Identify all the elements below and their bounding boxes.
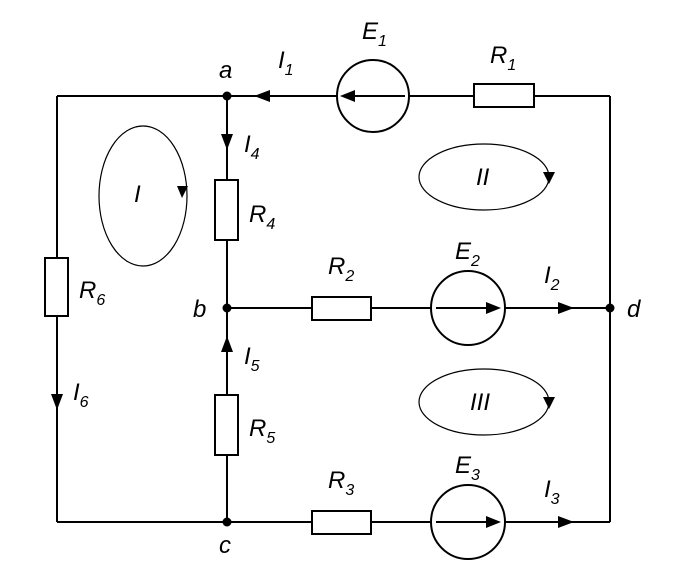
loop-ii-contour [418, 143, 555, 211]
resistor-r6 [44, 257, 69, 317]
loop-arrow-icon [543, 397, 555, 409]
node-label-d: d [627, 296, 641, 323]
node-label-a: a [219, 57, 232, 84]
label-i4: I4 [244, 131, 260, 163]
source-e1 [336, 59, 410, 133]
current-arrow-i6 [51, 394, 63, 410]
label-r5: R5 [249, 415, 275, 447]
loop-i-contour [98, 125, 188, 267]
resistor-r4 [214, 179, 239, 241]
source-e2 [430, 270, 506, 346]
label-r1: R1 [490, 42, 516, 74]
current-arrow-i4 [221, 134, 233, 150]
node-c [222, 517, 232, 527]
label-e3: E3 [455, 452, 480, 484]
label-r3: R3 [328, 467, 354, 499]
current-arrow-i5 [221, 336, 233, 352]
resistor-r3 [311, 510, 372, 535]
node-label-b: b [193, 296, 206, 323]
loop-iii-contour [418, 368, 555, 436]
label-r2: R2 [328, 253, 354, 285]
label-r6: R6 [79, 277, 105, 309]
arrow-right-icon [486, 302, 501, 314]
arrow-right-icon [486, 516, 501, 528]
label-e1: E1 [362, 18, 387, 50]
current-arrow-i2 [558, 302, 574, 314]
label-r4: R4 [249, 201, 275, 233]
loop-arrow-icon [543, 172, 555, 184]
label-i2: I2 [544, 262, 560, 294]
resistor-r2 [311, 296, 372, 321]
current-arrow-i1 [254, 90, 270, 102]
resistor-r5 [214, 394, 239, 456]
label-i1: I1 [278, 47, 294, 79]
arrow-left-icon [340, 90, 355, 102]
node-b [222, 303, 232, 313]
label-i6: I6 [73, 379, 89, 411]
source-e3 [430, 484, 506, 560]
loop-label-ii: II [476, 164, 490, 191]
resistor-r1 [473, 83, 535, 108]
node-label-c: c [219, 532, 231, 559]
node-d [605, 303, 615, 313]
node-a [222, 91, 232, 101]
loop-arrow-icon [177, 186, 188, 198]
label-i5: I5 [244, 343, 260, 375]
label-i3: I3 [544, 476, 560, 508]
loop-label-iii: III [470, 389, 490, 416]
label-e2: E2 [455, 238, 480, 270]
current-arrow-i3 [558, 516, 574, 528]
loop-label-i: I [134, 181, 141, 208]
